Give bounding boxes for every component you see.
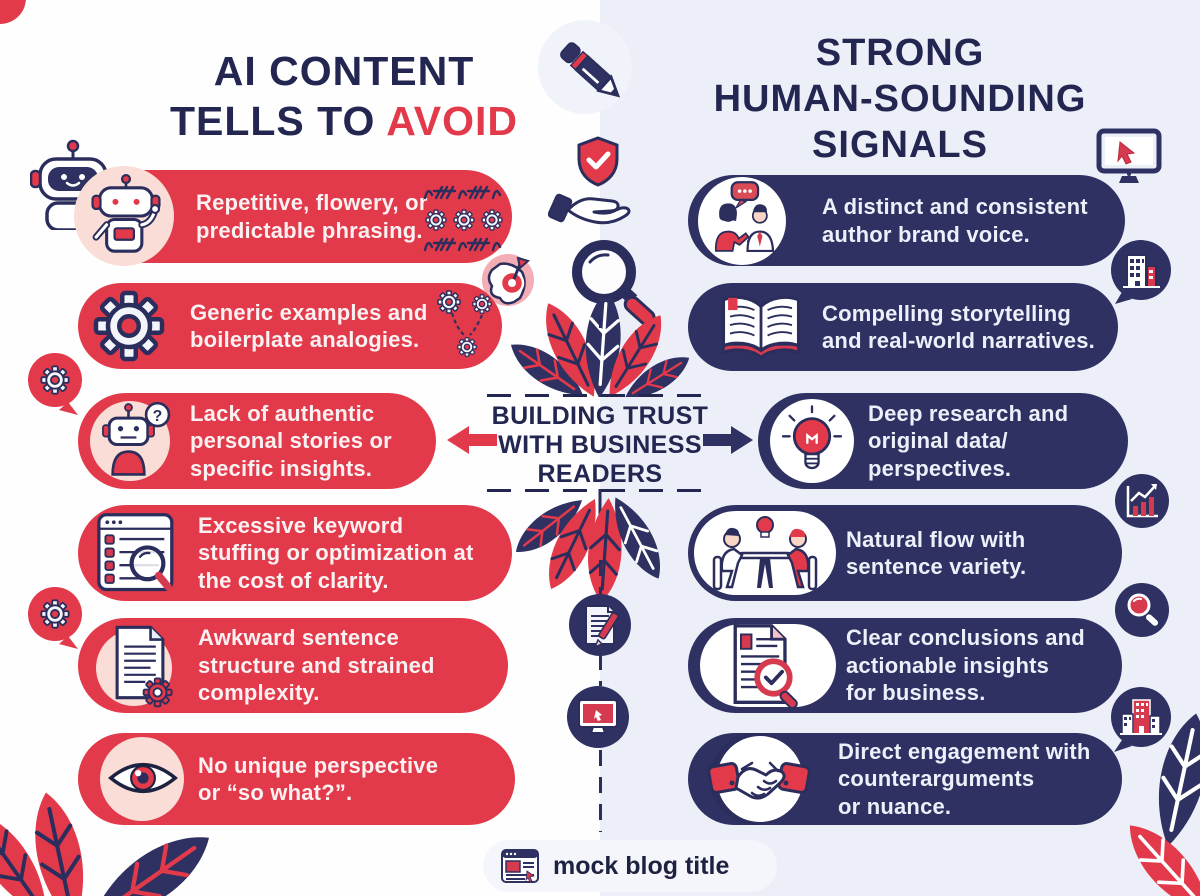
dashed-rule-top (487, 394, 713, 397)
card-text: Clear conclusions and actionable insight… (846, 625, 1085, 706)
gear-flow-doodle (437, 290, 492, 357)
card-text: Generic examples and boilerplate analogi… (190, 299, 428, 353)
magnifier-icon (572, 240, 656, 327)
monitor-badge-icon (567, 686, 629, 748)
lightbulb-icon (781, 405, 843, 470)
right-card-5: Clear conclusions and actionable insight… (688, 618, 1122, 713)
left-title-accent: AVOID (386, 98, 519, 144)
card-text: No unique perspective or “so what?”. (198, 752, 439, 806)
document-gear-icon (115, 625, 173, 708)
footer-pill: mock blog title (483, 840, 777, 892)
blog-window-icon (501, 849, 539, 883)
growth-chart-badge-icon (1115, 474, 1169, 528)
card-text: Repetitive, flowery, or predictable phra… (196, 190, 428, 243)
center-label: BUILDING TRUST WITH BUSINESS READERS (491, 402, 709, 488)
left-title-line1: AI CONTENT (213, 48, 475, 94)
search-badge-icon (1115, 583, 1169, 637)
left-card-2: Generic examples and boilerplate analogi… (78, 283, 502, 369)
document-pencil-badge-icon (569, 594, 631, 656)
card-text: Natural flow with sentence variety. (846, 526, 1027, 580)
discussion-table-icon (712, 516, 818, 591)
document-check-icon (733, 624, 798, 710)
left-card-6: No unique perspective or “so what?”. (78, 733, 515, 825)
red-building-bubble-icon (1111, 687, 1171, 752)
left-card-4: Excessive keyword stuffing or optimizati… (78, 505, 512, 601)
right-card-2: Compelling storytelling and real-world n… (688, 283, 1118, 371)
left-title-line2: TELLS TO (169, 98, 387, 144)
gear-bubble-icon (28, 587, 82, 649)
right-card-4: Natural flow with sentence variety. (688, 505, 1122, 601)
vertical-dash (599, 560, 602, 594)
crossed-text-doodle (423, 185, 503, 252)
card-text: A distinct and consistent author brand v… (822, 194, 1088, 247)
left-title: AI CONTENT TELLS TO AVOID (88, 46, 600, 146)
svg-text:?: ? (153, 408, 163, 425)
card-text: Awkward sentence structure and strained … (198, 625, 435, 706)
keyword-search-icon (97, 513, 174, 592)
left-card-3: ? Lack of authentic personal stories or … (78, 393, 436, 489)
left-card-5: Awkward sentence structure and strained … (78, 618, 508, 713)
robot-waving-icon (91, 173, 161, 253)
people-talking-icon (714, 181, 775, 253)
right-card-3: Deep research and original data/ perspec… (758, 393, 1128, 489)
handshake-icon (707, 733, 811, 825)
eye-icon (108, 763, 178, 793)
gear-icon (90, 287, 168, 365)
robot-question-icon: ? (102, 401, 171, 476)
vertical-dash (599, 750, 602, 832)
card-text: Deep research and original data/ perspec… (868, 400, 1069, 481)
card-text: Compelling storytelling and real-world n… (822, 300, 1095, 354)
buildings-bubble-icon (1111, 240, 1171, 304)
vertical-dash (599, 654, 602, 686)
vertical-dash (599, 318, 602, 328)
monitor-cursor-icon (1096, 128, 1162, 183)
card-text: Excessive keyword stuffing or optimizati… (198, 512, 474, 593)
corner-blob (0, 0, 26, 24)
footer-label: mock blog title (553, 851, 730, 880)
right-title: STRONG HUMAN-SOUNDING SIGNALS (713, 32, 1087, 166)
right-card-6: Direct engagement with counterarguments … (688, 733, 1122, 825)
right-arrow (703, 426, 753, 454)
left-card-1: Repetitive, flowery, or predictable phra… (74, 166, 512, 266)
open-book-icon (721, 295, 801, 359)
dashed-rule-bottom (487, 489, 713, 492)
right-card-1: A distinct and consistent author brand v… (688, 175, 1125, 266)
card-text: Direct engagement with counterarguments … (838, 738, 1091, 819)
gear-bubble-icon (28, 353, 82, 415)
card-text: Lack of authentic personal stories or sp… (190, 400, 392, 481)
pen-icon (560, 42, 621, 98)
shield-check-hand-icon (548, 136, 631, 225)
left-arrow (447, 426, 497, 454)
target-doodle-icon (482, 254, 534, 306)
